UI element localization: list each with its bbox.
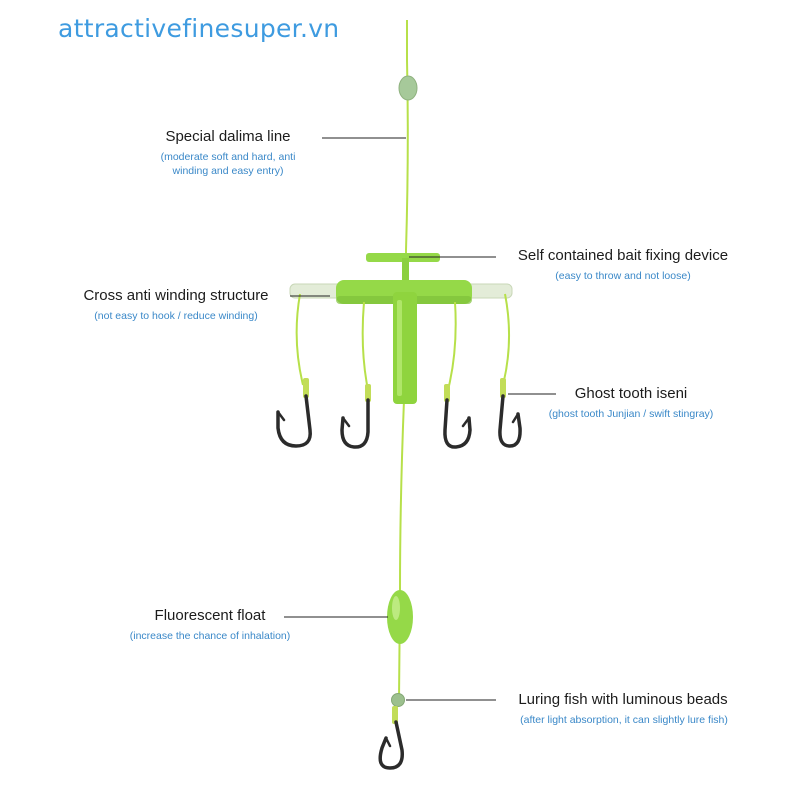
main-line bbox=[398, 20, 409, 701]
label-ghost-sub: (ghost tooth Junjian / swift stingray) bbox=[548, 408, 714, 420]
label-float-title: Fluorescent float bbox=[154, 607, 266, 624]
hook-leader-2 bbox=[361, 301, 369, 391]
label-beads-title: Luring fish with luminous beads bbox=[518, 691, 728, 708]
hook-1 bbox=[276, 378, 312, 448]
luminous-bead bbox=[391, 693, 405, 707]
label-float-sub: (increase the chance of inhalation) bbox=[129, 630, 291, 642]
label-beads-sub: (after light absorption, it can slightly… bbox=[520, 714, 728, 726]
hook-2 bbox=[340, 384, 371, 449]
hook-leader-1 bbox=[295, 293, 304, 386]
cross-stem-highlight bbox=[397, 300, 402, 396]
hook-leader-3 bbox=[447, 301, 457, 391]
top-bead bbox=[398, 75, 418, 101]
label-dalima-sub-2: winding and easy entry) bbox=[172, 165, 284, 177]
bait-fixing-bar bbox=[366, 253, 440, 262]
label-bait-title: Self contained bait fixing device bbox=[517, 247, 729, 264]
label-cross-title: Cross anti winding structure bbox=[83, 287, 269, 304]
hook-4 bbox=[498, 378, 522, 448]
label-dalima-sub-1: (moderate soft and hard, anti bbox=[160, 151, 296, 163]
label-cross-sub: (not easy to hook / reduce winding) bbox=[94, 310, 258, 322]
label-dalima-title: Special dalima line bbox=[165, 128, 291, 145]
bottom-hook bbox=[378, 706, 404, 770]
watermark-text: attractivefinesuper.vn bbox=[58, 14, 340, 43]
float-highlight bbox=[392, 596, 400, 620]
hook-leader-4 bbox=[502, 293, 510, 386]
hook-3 bbox=[443, 384, 472, 449]
bait-fixing-stem bbox=[402, 258, 409, 284]
label-ghost-title: Ghost tooth iseni bbox=[574, 385, 688, 402]
cross-stem bbox=[393, 292, 417, 404]
label-bait-sub: (easy to throw and not loose) bbox=[555, 270, 691, 282]
fluorescent-float bbox=[387, 590, 413, 644]
